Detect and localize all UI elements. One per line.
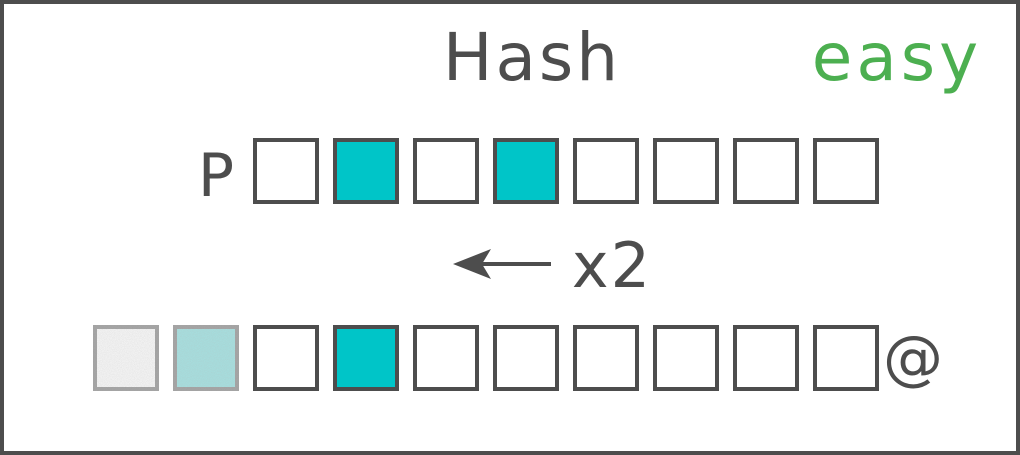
shift-operation: x2 <box>453 229 652 302</box>
input-cell-filled <box>333 138 399 204</box>
input-cell-empty <box>573 138 639 204</box>
input-row <box>253 138 879 204</box>
multiplier-label: x2 <box>572 229 652 302</box>
output-cell-empty <box>413 325 479 391</box>
output-cell-empty <box>493 325 559 391</box>
output-cell-empty <box>653 325 719 391</box>
output-cell-empty <box>813 325 879 391</box>
input-cell-empty <box>413 138 479 204</box>
difficulty-label: easy <box>812 19 983 96</box>
shifted-out-cell-empty <box>93 325 159 391</box>
input-cell-empty <box>813 138 879 204</box>
output-cell-empty <box>253 325 319 391</box>
arrow-left-icon <box>453 249 551 279</box>
shifted-out-bits <box>93 325 239 391</box>
input-cell-empty <box>733 138 799 204</box>
input-cell-filled <box>493 138 559 204</box>
output-cell-filled <box>333 325 399 391</box>
input-row-label: P <box>198 141 234 211</box>
output-cell-empty <box>573 325 639 391</box>
shifted-out-cell-filled <box>173 325 239 391</box>
title: Hash <box>443 19 621 96</box>
output-row <box>253 325 879 391</box>
input-cell-empty <box>253 138 319 204</box>
input-cell-empty <box>653 138 719 204</box>
output-row-label: @ <box>883 323 943 393</box>
output-cell-empty <box>733 325 799 391</box>
